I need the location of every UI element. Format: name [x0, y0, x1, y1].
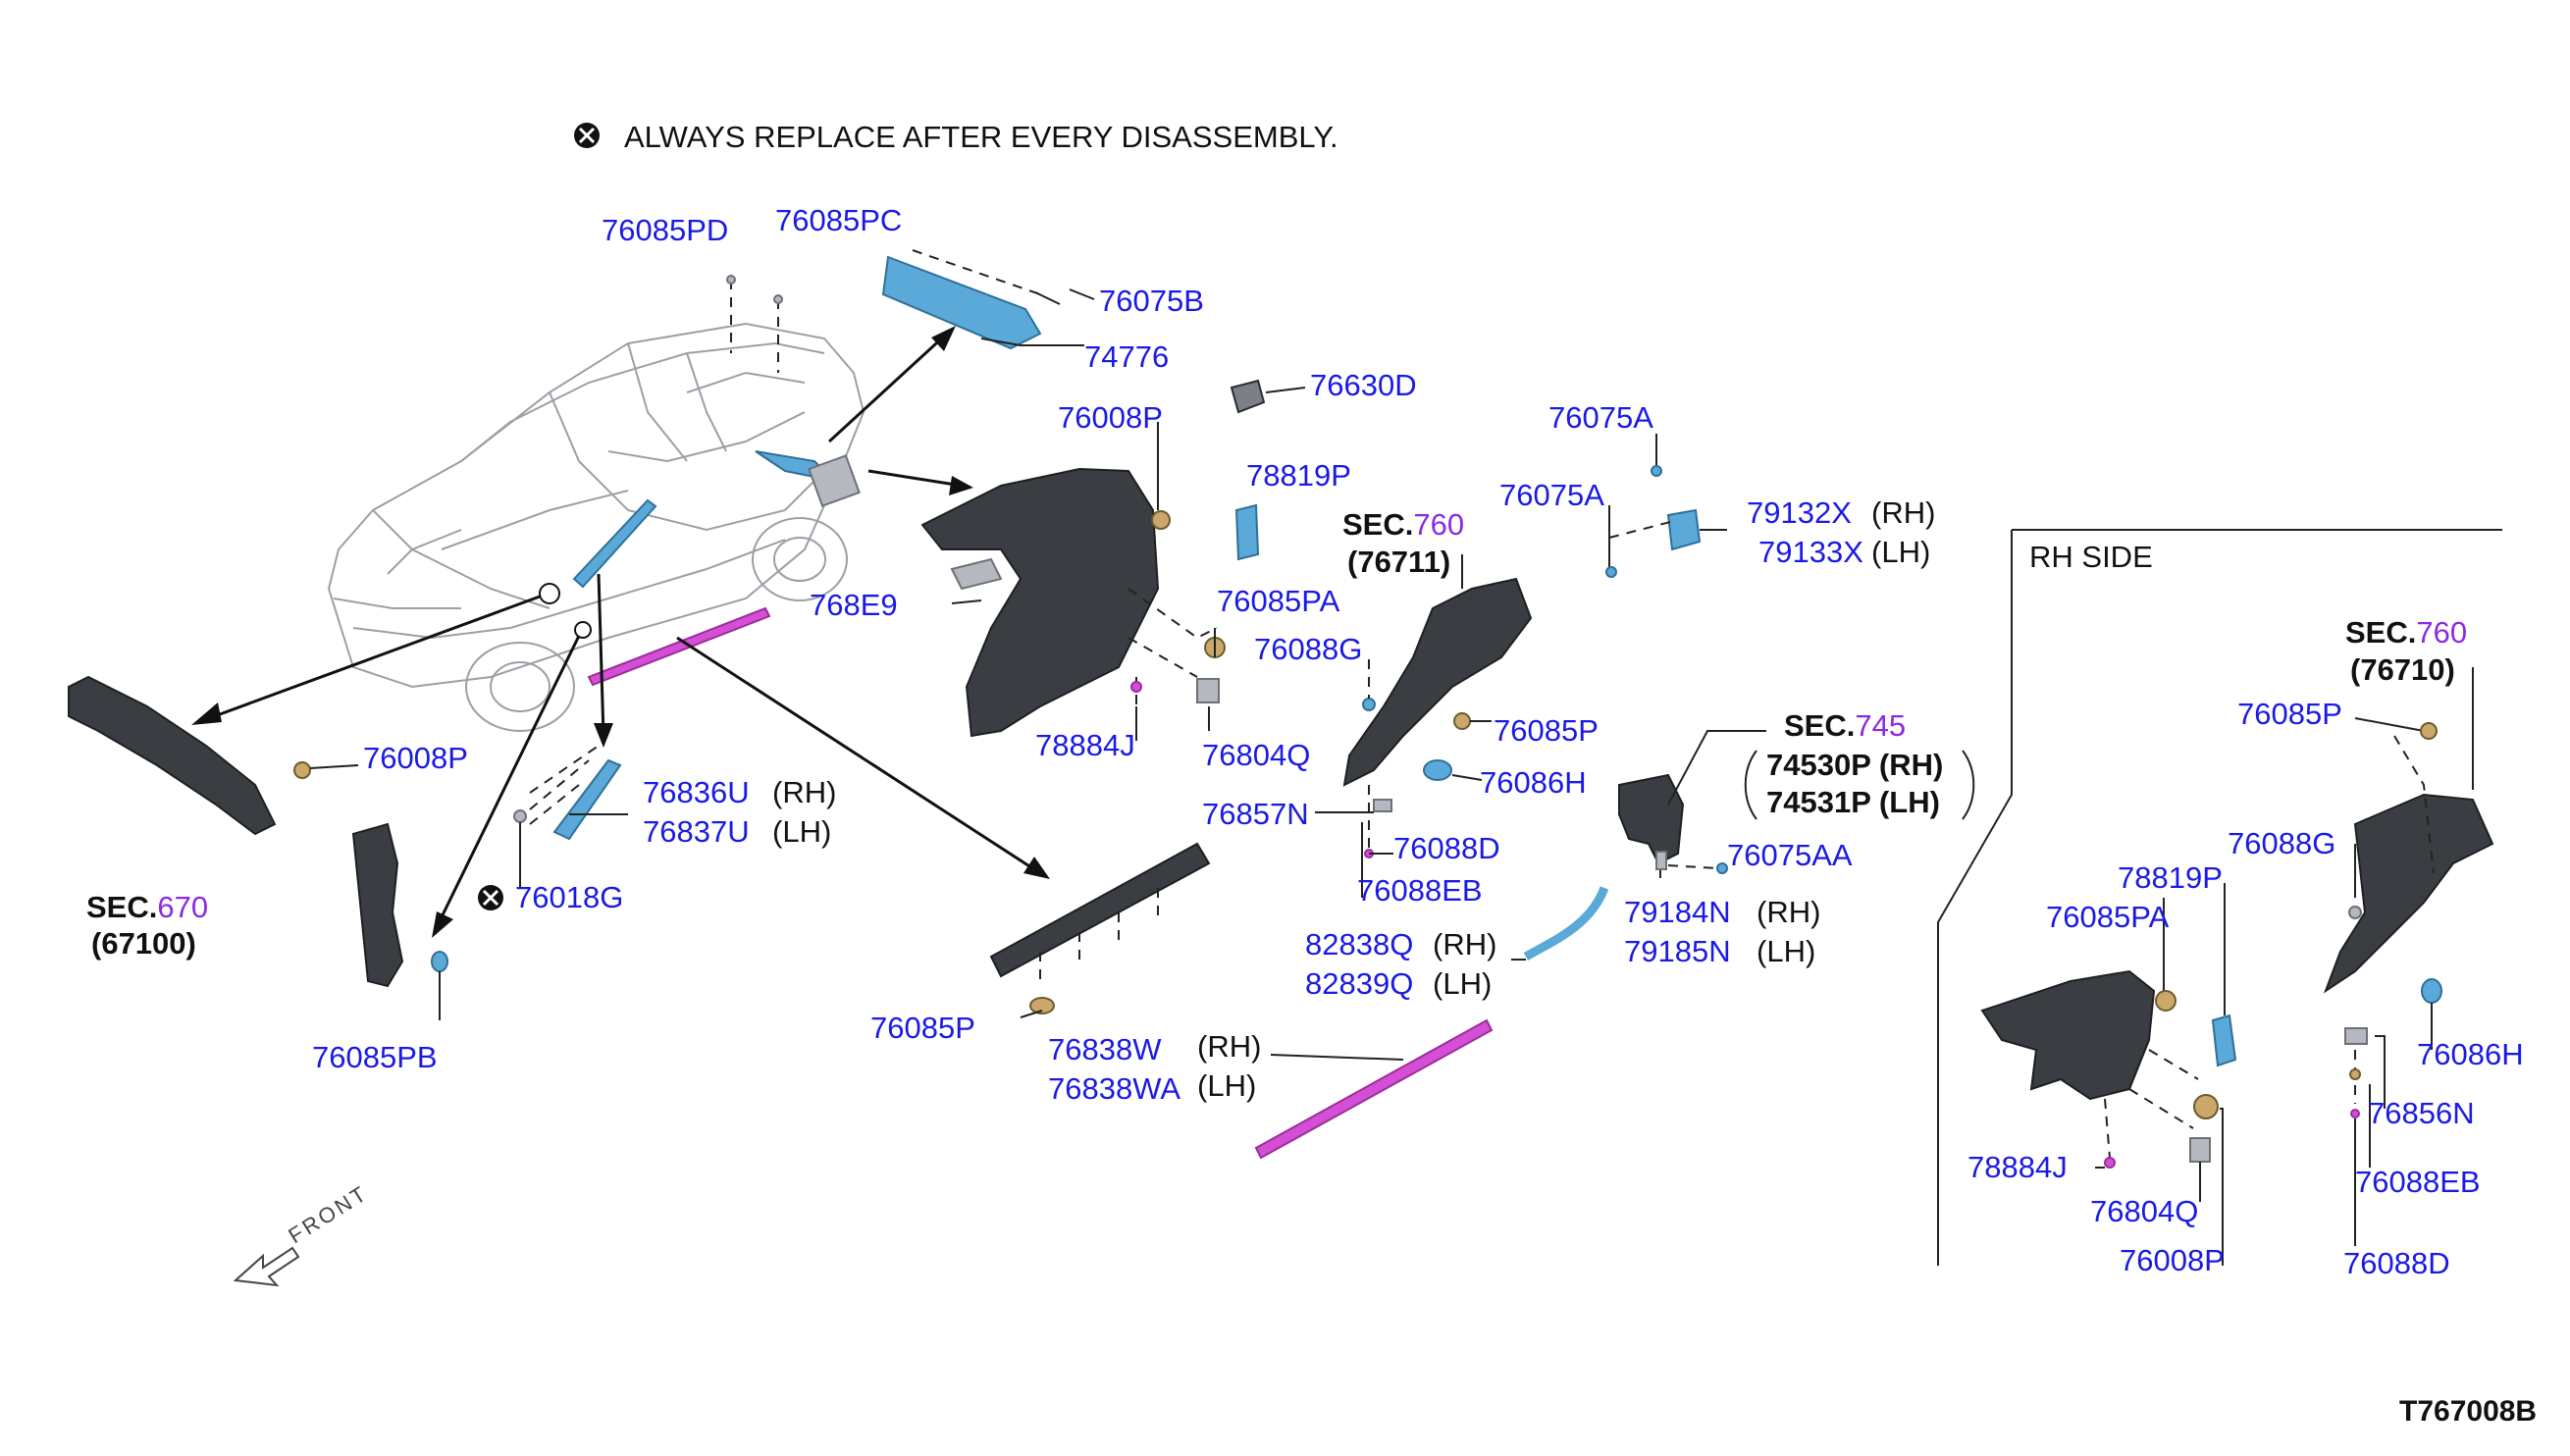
part-pillar	[351, 822, 448, 1020]
bracket-left	[1744, 750, 1757, 820]
label-76085PD: 76085PD	[602, 213, 728, 247]
tag-79133X-lh: (LH)	[1871, 535, 1930, 569]
label-79132X: 79132X	[1747, 495, 1852, 530]
label-76088G-b: 76088G	[2228, 826, 2335, 860]
sec760-b-ref: (76710)	[2350, 652, 2455, 687]
rh-side-panel: RH SIDE	[1937, 529, 2502, 1266]
part-76836U-molding	[513, 745, 628, 888]
label-768E9: 768E9	[810, 588, 898, 622]
label-76088D-a: 76088D	[1393, 831, 1500, 865]
sec760-a-ref: (76711)	[1347, 545, 1450, 579]
vehicle-illustration	[327, 322, 865, 732]
sec745-ref-rh: 74530P (RH)	[1766, 748, 1943, 782]
label-76804Q-a: 76804Q	[1202, 738, 1310, 772]
label-76085P-b: 76085P	[870, 1011, 975, 1045]
sec745: SEC.745	[1784, 708, 1906, 743]
part-sec760-wheelhouse	[1315, 554, 1533, 898]
label-76085P-a: 76085P	[1494, 713, 1599, 748]
sec670: SEC.670	[86, 890, 208, 924]
label-76008P-a: 76008P	[1058, 400, 1163, 435]
part-labels: 76085PD 76085PC 76075B 74776 76630D 7600…	[312, 203, 2524, 1280]
clip-leaders	[726, 275, 1061, 373]
label-76630D: 76630D	[1310, 368, 1417, 402]
label-76085P-c: 76085P	[2237, 697, 2342, 731]
front-indicator: FRONT	[233, 1180, 373, 1287]
label-76088EB-a: 76088EB	[1357, 873, 1483, 908]
note-text: ALWAYS REPLACE AFTER EVERY DISASSEMBLY.	[624, 120, 1338, 154]
label-82839Q: 82839Q	[1305, 966, 1413, 1001]
label-76008P-c: 76008P	[2120, 1243, 2225, 1277]
label-79133X: 79133X	[1758, 535, 1863, 569]
section-references: SEC.760 (76711) SEC.745 74530P (RH) 7453…	[86, 507, 2467, 961]
bracket-right	[1962, 750, 1975, 820]
label-76088D-b: 76088D	[2343, 1246, 2450, 1280]
label-76075A-b: 76075A	[1499, 478, 1604, 512]
label-76085PC: 76085PC	[775, 203, 902, 237]
label-82838Q: 82838Q	[1305, 927, 1413, 962]
label-76086H-b: 76086H	[2417, 1037, 2524, 1071]
part-74776-roof-rail	[881, 249, 1095, 350]
label-78819P-b: 78819P	[2118, 860, 2223, 895]
label-76837U: 76837U	[643, 814, 750, 849]
label-76804Q-b: 76804Q	[2090, 1194, 2198, 1228]
label-74776: 74776	[1084, 339, 1169, 374]
tag-79184N-rh: (RH)	[1757, 895, 1820, 929]
label-76008P-b: 76008P	[363, 741, 468, 775]
label-76085PA-a: 76085PA	[1217, 584, 1340, 618]
tag-82839Q-lh: (LH)	[1433, 966, 1492, 1001]
label-76075B: 76075B	[1099, 284, 1204, 318]
part-rear-inner-panel	[920, 422, 1260, 741]
label-76085PA-b: 76085PA	[2046, 900, 2170, 934]
label-76085PB: 76085PB	[312, 1040, 438, 1074]
label-78884J-b: 78884J	[1967, 1150, 2068, 1184]
tag-76837U-lh: (LH)	[772, 814, 831, 849]
sec760-a: SEC.760	[1342, 507, 1464, 542]
label-76836U: 76836U	[643, 775, 750, 809]
part-79132X-bracket	[1605, 434, 1727, 578]
sec670-ref: (67100)	[91, 926, 196, 961]
tag-76838WA-lh: (LH)	[1197, 1068, 1256, 1103]
label-76075A-a: 76075A	[1548, 400, 1653, 435]
label-76018G: 76018G	[515, 880, 623, 914]
front-text: FRONT	[284, 1180, 372, 1248]
tag-79132X-rh: (RH)	[1871, 495, 1935, 530]
front-arrow-icon	[233, 1246, 300, 1287]
label-76088G-a: 76088G	[1254, 632, 1362, 666]
label-78884J-a: 78884J	[1035, 728, 1135, 762]
figure-code: T767008B	[2399, 1395, 2537, 1428]
label-76857N: 76857N	[1202, 797, 1309, 831]
part-76838W-trim	[1254, 1018, 1494, 1160]
part-sec745-bracket	[1618, 730, 1766, 878]
label-79185N: 79185N	[1624, 934, 1731, 968]
part-side-sill	[989, 842, 1211, 1018]
label-76838WA: 76838WA	[1048, 1071, 1180, 1106]
tag-76838W-rh: (RH)	[1197, 1029, 1261, 1064]
sec745-ref-lh: 74531P (LH)	[1766, 785, 1940, 819]
callout-arrows	[191, 326, 1050, 938]
part-sec670-cowl	[68, 675, 359, 836]
label-78819P-a: 78819P	[1246, 458, 1351, 493]
label-76088EB-b: 76088EB	[2355, 1165, 2481, 1199]
label-76856N: 76856N	[2368, 1096, 2475, 1130]
tag-79185N-lh: (LH)	[1757, 934, 1815, 968]
rh-side-title: RH SIDE	[2029, 540, 2153, 574]
disassembly-note: ALWAYS REPLACE AFTER EVERY DISASSEMBLY.	[574, 120, 1338, 154]
part-82838Q-strip	[1511, 886, 1609, 961]
sec760-b: SEC.760	[2345, 615, 2467, 650]
label-76838W: 76838W	[1048, 1032, 1162, 1066]
label-76075AA: 76075AA	[1727, 838, 1853, 872]
part-76630D	[1230, 379, 1306, 414]
label-79184N: 79184N	[1624, 895, 1731, 929]
tag-82838Q-rh: (RH)	[1433, 927, 1496, 962]
label-76086H-a: 76086H	[1480, 765, 1587, 800]
tag-76836U-rh: (RH)	[772, 775, 836, 809]
